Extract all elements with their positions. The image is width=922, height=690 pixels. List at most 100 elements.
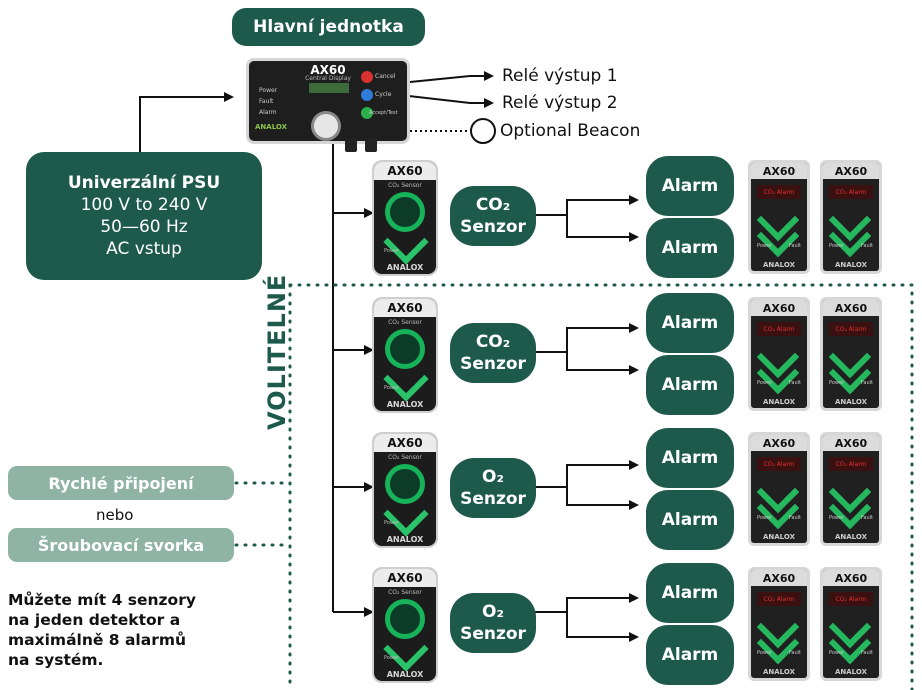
alarm-label: Alarm <box>646 625 734 685</box>
sensor-type: Senzor <box>460 217 526 237</box>
alarm-fault: Fault <box>861 515 873 521</box>
note-line: na systém. <box>8 651 104 669</box>
psu-voltage: 100 V to 240 V <box>80 195 208 215</box>
cancel-label: Cancel <box>375 73 396 80</box>
sensor-power: Power <box>384 655 400 661</box>
main-unit-caption: Central Display <box>305 75 351 82</box>
alarm-fault: Fault <box>861 243 873 249</box>
cancel-button[interactable] <box>361 71 373 83</box>
alarm-logo: ANALOX <box>834 668 867 676</box>
cycle-button[interactable] <box>361 89 373 101</box>
alarm-label: Alarm <box>646 428 734 488</box>
alarm-fault: Fault <box>789 515 801 521</box>
sensor-brand: AX60 <box>374 569 436 587</box>
psu-title: Univerzální PSU <box>67 173 221 193</box>
sensor-type: Senzor <box>460 624 526 644</box>
sensor-logo: ANALOX <box>386 669 424 679</box>
alarm-fault: Fault <box>861 380 873 386</box>
alarm-power: Power <box>829 650 845 656</box>
alarm-logo: ANALOX <box>762 533 795 541</box>
led-power: Power <box>259 87 278 94</box>
main-unit-title: Hlavní jednotka <box>232 8 425 46</box>
alarm-caption: CO₂ Alarm <box>757 185 801 199</box>
main-unit-device: AX60 Central Display Power Fault Alarm C… <box>246 58 410 144</box>
alarm-logo: ANALOX <box>762 398 795 406</box>
main-unit-brand: AX60 <box>310 63 346 77</box>
main-unit-sensor-port <box>311 111 341 141</box>
led-labels: Power Fault Alarm <box>259 85 277 118</box>
sensor-type: Senzor <box>460 489 526 509</box>
alarm-fault: Fault <box>789 650 801 656</box>
alarm-power: Power <box>757 515 773 521</box>
alarm-power: Power <box>829 243 845 249</box>
psu-frequency: 50—60 Hz <box>100 217 188 237</box>
alarm-power: Power <box>757 380 773 386</box>
alarm-brand: AX60 <box>751 570 807 586</box>
alarm-label: Alarm <box>646 563 734 623</box>
sensor-logo: ANALOX <box>386 534 424 544</box>
alarm-label: Alarm <box>646 293 734 353</box>
accept-test-label: Accept/Test <box>369 110 398 116</box>
alarm-label: Alarm <box>646 355 734 415</box>
sensor-brand: AX60 <box>374 299 436 317</box>
sensor-caption: CO₂ Sensor <box>388 182 422 189</box>
sensor-inlet <box>385 192 425 232</box>
note-line: maximálně 8 alarmů <box>8 631 187 649</box>
led-fault: Fault <box>259 98 274 105</box>
alarm-fault: Fault <box>789 380 801 386</box>
optional-label: VOLITELNÉ <box>263 273 291 430</box>
alarm-caption: CO₂ Alarm <box>829 185 873 199</box>
beacon-label: Optional Beacon <box>500 121 641 141</box>
sensor-type: Senzor <box>460 354 526 374</box>
or-label: nebo <box>96 506 134 524</box>
sensor-inlet <box>385 464 425 504</box>
alarm-label: Alarm <box>646 490 734 550</box>
psu-input: AC vstup <box>106 239 182 259</box>
sensor-logo: ANALOX <box>386 399 424 409</box>
sensor-brand: AX60 <box>374 162 436 180</box>
sensor-inlet <box>385 599 425 639</box>
alarm-logo: ANALOX <box>834 261 867 269</box>
sensor-power: Power <box>384 385 400 391</box>
sensor-power: Power <box>384 520 400 526</box>
alarm-caption: CO₂ Alarm <box>757 322 801 336</box>
sensor-gas: O₂ <box>482 602 504 622</box>
screw-terminal-label: Šroubovací svorka <box>8 528 234 562</box>
alarm-power: Power <box>757 243 773 249</box>
display-screen <box>309 83 349 93</box>
sensor-gas: CO₂ <box>475 332 511 352</box>
note-line: Můžete mít 4 senzory <box>8 591 196 609</box>
cable-gland <box>365 138 377 152</box>
main-unit-logo: ANALOX <box>255 123 288 131</box>
sensor-logo: ANALOX <box>386 262 424 272</box>
alarm-power: Power <box>757 650 773 656</box>
alarm-brand: AX60 <box>751 300 807 316</box>
alarm-brand: AX60 <box>751 435 807 451</box>
psu-box: Univerzální PSU 100 V to 240 V 50—60 Hz … <box>26 152 262 280</box>
cycle-label: Cycle <box>375 91 392 98</box>
alarm-brand: AX60 <box>823 300 879 316</box>
alarm-caption: CO₂ Alarm <box>829 457 873 471</box>
alarm-logo: ANALOX <box>834 533 867 541</box>
alarm-fault: Fault <box>861 650 873 656</box>
relay-output-1: Relé výstup 1 <box>502 66 618 86</box>
relay-output-2: Relé výstup 2 <box>502 93 618 113</box>
alarm-logo: ANALOX <box>834 398 867 406</box>
accept-test-button[interactable] <box>361 107 373 119</box>
alarm-logo: ANALOX <box>762 261 795 269</box>
cable-gland <box>345 138 357 152</box>
alarm-label: Alarm <box>646 156 734 216</box>
alarm-brand: AX60 <box>751 163 807 179</box>
system-note: Můžete mít 4 senzory na jeden detektor a… <box>8 590 196 670</box>
alarm-caption: CO₂ Alarm <box>829 592 873 606</box>
